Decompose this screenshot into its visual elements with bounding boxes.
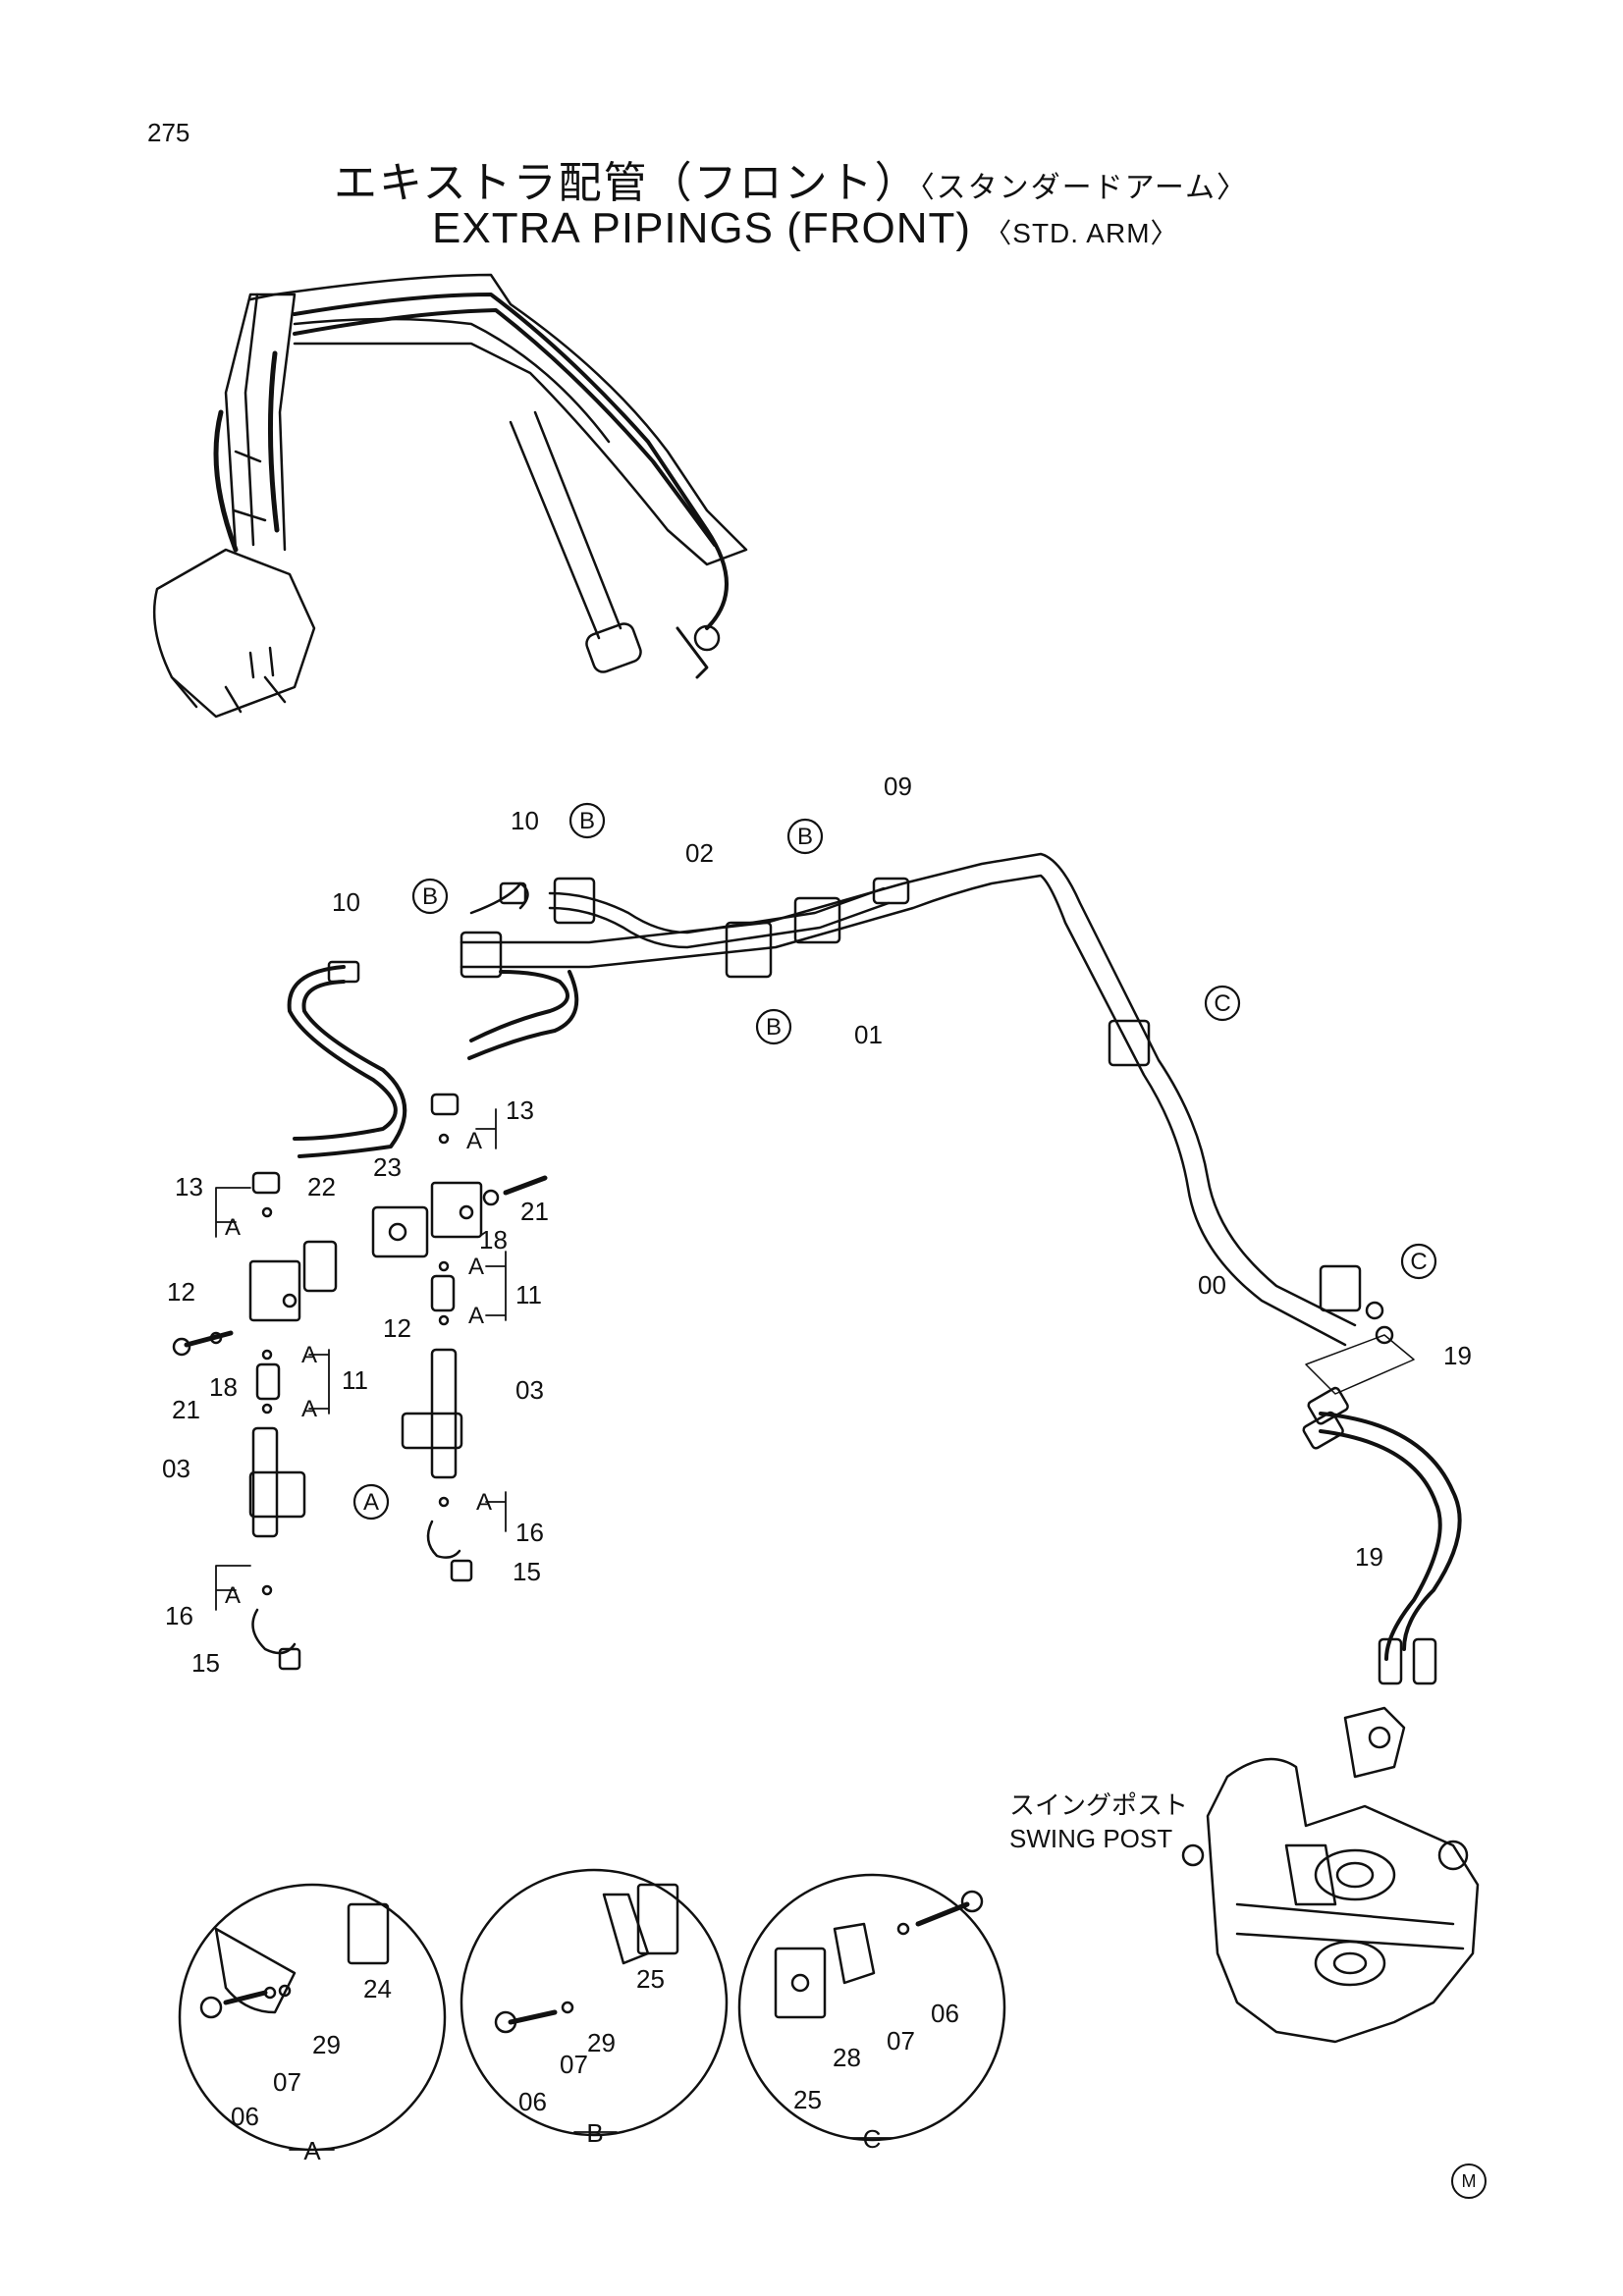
part-label: 07	[560, 2050, 588, 2079]
part-label: 03	[162, 1454, 190, 1483]
part-label: 06	[231, 2102, 259, 2131]
part-label: 29	[312, 2030, 341, 2059]
callout-c: C	[1214, 990, 1230, 1017]
part-label: 16	[165, 1601, 193, 1630]
part-label: 10	[511, 806, 539, 835]
callout-b: B	[797, 824, 813, 850]
title-en-sub: 〈STD. ARM〉	[984, 218, 1179, 248]
part-label: 11	[515, 1280, 542, 1309]
swing-post-illustration	[1181, 1706, 1480, 2044]
callout-a: A	[363, 1489, 379, 1516]
bracket-a: A	[468, 1254, 484, 1280]
part-label: 07	[273, 2067, 301, 2097]
bracket-a: A	[301, 1396, 317, 1422]
pipe-00-01	[460, 852, 1357, 1347]
detail-view-label-a: A	[303, 2136, 321, 2165]
detail-view-label-b: B	[586, 2118, 603, 2148]
part-label: 13	[175, 1172, 203, 1201]
part-label: 21	[520, 1197, 549, 1226]
part-label: 12	[167, 1277, 195, 1307]
part-label: 12	[383, 1313, 411, 1343]
part-label: 13	[506, 1095, 534, 1125]
part-label: 18	[209, 1372, 238, 1402]
part-label: 19	[1443, 1341, 1472, 1370]
callout-b: B	[422, 883, 438, 910]
part-label: 09	[884, 772, 912, 801]
fitting-stack-left	[172, 1171, 338, 1671]
fitting-stack-middle	[371, 1093, 548, 1582]
hoses-19	[1302, 1334, 1462, 1685]
fitting-09	[872, 877, 910, 905]
corner-mark: M	[1451, 2163, 1487, 2199]
bracket-a: A	[466, 1128, 482, 1154]
bracket-a: A	[225, 1582, 241, 1609]
part-label: 19	[1355, 1542, 1383, 1572]
title-en-main: EXTRA PIPINGS (FRONT)	[432, 204, 972, 252]
bracket-a: A	[301, 1342, 317, 1368]
part-label: 21	[172, 1395, 200, 1424]
part-label: 24	[363, 1974, 392, 2003]
part-label: 10	[332, 887, 360, 917]
detail-view-c	[737, 1873, 1006, 2142]
part-label: 16	[515, 1518, 544, 1547]
part-label: 06	[518, 2087, 547, 2116]
part-label: 29	[587, 2028, 616, 2057]
hoses-10	[287, 881, 579, 1158]
part-label: 00	[1198, 1270, 1226, 1300]
part-label: 06	[931, 1999, 959, 2028]
callout-b: B	[766, 1014, 782, 1041]
part-label: 07	[887, 2026, 915, 2056]
part-label: 28	[833, 2043, 861, 2072]
bracket-a: A	[476, 1489, 492, 1516]
swing-post-jp: スイングポスト	[1009, 1790, 1189, 1820]
bracket-leaders	[215, 1108, 507, 1611]
title-jp-main: エキストラ配管（フロント）	[334, 158, 920, 208]
part-label: 18	[479, 1225, 508, 1255]
title-english: EXTRA PIPINGS (FRONT) 〈STD. ARM〉	[432, 204, 1179, 253]
part-label: 23	[373, 1152, 402, 1182]
detail-view-a	[178, 1883, 447, 2152]
excavator-front-illustration	[152, 273, 748, 719]
part-label: 15	[191, 1648, 220, 1678]
swing-post-en: SWING POST	[1009, 1824, 1173, 1853]
part-label: 01	[854, 1020, 883, 1049]
part-label: 22	[307, 1172, 336, 1201]
part-label: 11	[342, 1365, 368, 1395]
clamps	[460, 877, 1394, 1345]
callout-c: C	[1410, 1249, 1427, 1275]
part-label: 25	[636, 1964, 665, 1994]
title-japanese: エキストラ配管（フロント）〈スタンダードアーム〉	[334, 147, 1248, 210]
bracket-a: A	[225, 1214, 241, 1241]
title-jp-sub: 〈スタンダードアーム〉	[919, 171, 1248, 205]
part-label: 03	[515, 1375, 544, 1405]
detail-view-b	[460, 1868, 729, 2137]
bracket-a: A	[468, 1303, 484, 1329]
detail-view-label-c: C	[863, 2124, 882, 2154]
page-number: 275	[147, 118, 190, 147]
callout-b: B	[579, 808, 595, 834]
part-label: 15	[513, 1557, 541, 1586]
part-label: 25	[793, 2085, 822, 2114]
detail-ticks	[289, 2131, 894, 2151]
part-label: 02	[685, 838, 714, 868]
swing-post-label: スイングポスト SWING POST	[1009, 1789, 1188, 1855]
